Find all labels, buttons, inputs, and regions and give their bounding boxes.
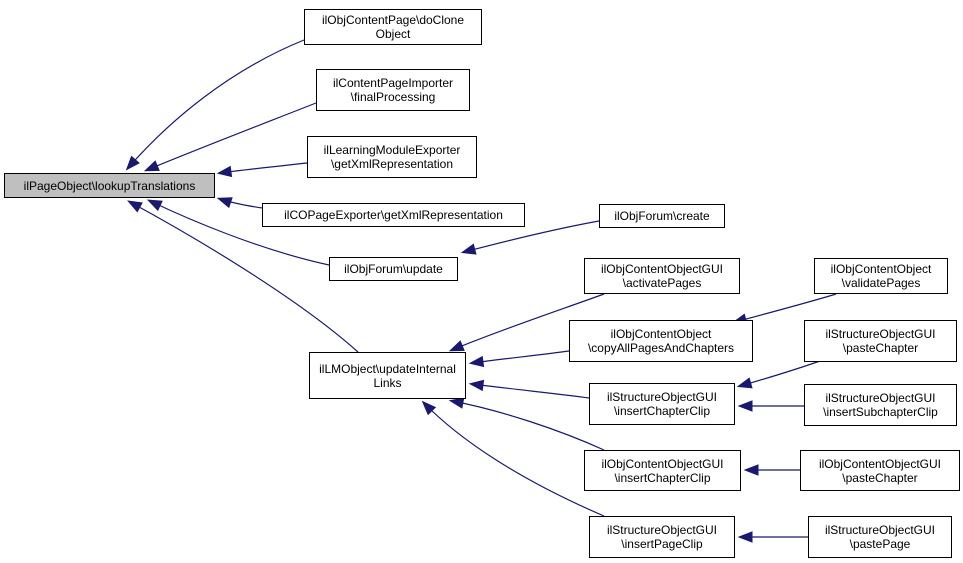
edge-validatePages-to-copyAll <box>734 293 837 323</box>
edge-copyAll-to-updateInternal <box>471 350 570 364</box>
arrowhead-icon <box>736 377 753 389</box>
edge-soInsertChapterClip-to-updateInternal <box>471 383 590 399</box>
graph-node[interactable]: ilObjContentObjectGUI \pasteChapter <box>800 450 960 491</box>
arrowhead-icon <box>468 355 485 368</box>
arrowhead-icon <box>468 379 485 392</box>
arrowhead-icon <box>460 243 477 255</box>
arrowhead-icon <box>127 200 143 213</box>
arrowhead-icon <box>146 199 163 212</box>
arrowhead-icon <box>143 160 160 172</box>
graph-node[interactable]: ilStructureObjectGUI \insertSubchapterCl… <box>804 384 957 426</box>
arrowhead-icon <box>448 397 465 409</box>
arrowhead-icon <box>421 400 437 416</box>
graph-node[interactable]: ilObjContentObjectGUI \activatePages <box>584 258 740 294</box>
arrowhead-icon <box>448 340 465 352</box>
arrowhead-icon <box>216 165 233 178</box>
arrowhead-icon <box>743 464 759 476</box>
graph-node[interactable]: ilObjContentObjectGUI \insertChapterClip <box>584 450 741 491</box>
root-node: ilPageObject\lookupTranslations <box>4 173 215 198</box>
arrowhead-icon <box>125 155 140 171</box>
graph-node[interactable]: ilStructureObjectGUI \insertPageClip <box>589 516 735 558</box>
edge-updateInternal-to-root <box>129 201 359 353</box>
edge-ocInsertChapterClip-to-updateInternal <box>451 400 605 451</box>
edge-activatePages-to-updateInternal <box>451 293 605 351</box>
graph-node[interactable]: ilCOPageExporter\getXmlRepresentation <box>262 203 525 227</box>
graph-node[interactable]: ilObjContentObject \copyAllPagesAndChapt… <box>569 320 753 362</box>
graph-node[interactable]: ilObjForum\create <box>599 204 725 228</box>
edge-soPasteChapter-to-soInsertChapterClip <box>739 360 821 387</box>
edge-forumUpdate-to-root <box>149 200 330 266</box>
arrowhead-icon <box>737 400 753 412</box>
graph-node[interactable]: ilLearningModuleExporter \getXmlRepresen… <box>307 136 477 178</box>
graph-node[interactable]: ilStructureObjectGUI \pasteChapter <box>804 320 957 362</box>
arrowhead-icon <box>737 531 753 543</box>
arrowhead-icon <box>216 197 233 209</box>
graph-node[interactable]: ilContentPageImporter \finalProcessing <box>316 69 470 111</box>
edge-importer-to-root <box>146 102 317 171</box>
edge-insertPageClip-to-updateInternal <box>423 402 605 517</box>
graph-node[interactable]: ilLMObject\updateInternal Links <box>309 352 466 399</box>
edge-forumCreate-to-forumUpdate <box>463 220 600 253</box>
edge-doClone-to-root <box>127 39 305 169</box>
edge-lmExporter-to-root <box>219 162 308 174</box>
graph-node[interactable]: ilStructureObjectGUI \pastePage <box>808 516 952 558</box>
graph-node[interactable]: ilObjForum\update <box>329 257 458 281</box>
graph-node[interactable]: ilStructureObjectGUI \insertChapterClip <box>589 383 735 425</box>
graph-node[interactable]: ilObjContentPage\doClone Object <box>304 9 482 45</box>
graph-node[interactable]: ilObjContentObject \validatePages <box>814 258 948 294</box>
